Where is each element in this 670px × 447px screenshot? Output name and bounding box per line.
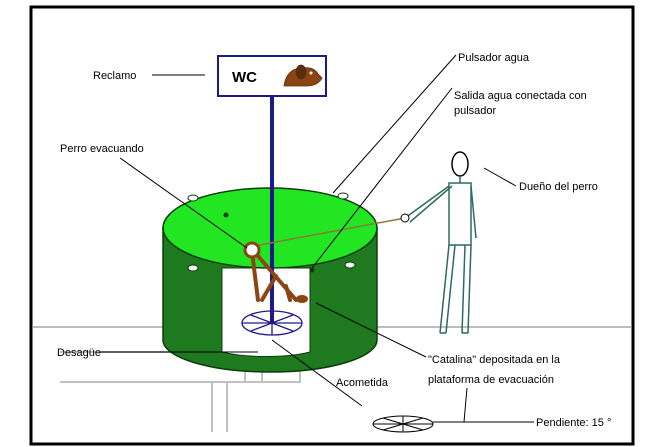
owner-hand [400,213,410,223]
access-opening [221,267,311,357]
leash [253,217,406,247]
label-perro: Perro evacuando [60,143,144,155]
label-catalina-line1: "Catalina" depositada en la [428,354,561,366]
label-pulsador: Pulsador agua [458,52,530,64]
dog-head-icon [283,64,323,87]
water-outlet [223,212,229,218]
rim-fixtures [187,192,356,272]
wc-sign-text: WC [232,69,257,86]
label-catalina-line2: plataforma de evacuación [428,374,554,386]
dog-owner-figure [404,151,477,334]
label-acometida: Acometida [336,377,389,389]
slope-grate [372,415,434,433]
label-salida-line2: pulsador [454,105,497,117]
dog-figure [250,250,298,302]
water-outlet-2 [309,267,315,273]
label-dueno: Dueño del perro [519,181,598,193]
label-salida-line1: Salida agua conectada con [454,90,587,102]
label-reclamo: Reclamo [93,70,136,82]
dog-droppings [296,295,308,303]
leader-lines [100,54,534,423]
dog-head [243,241,261,259]
label-desague: Desagüe [57,347,101,359]
label-pendiente: Pendiente: 15 ° [536,417,611,429]
